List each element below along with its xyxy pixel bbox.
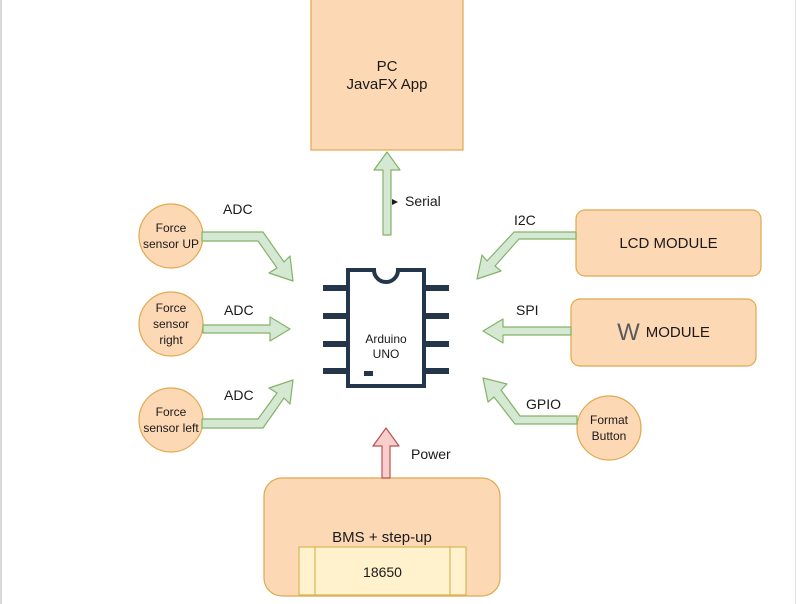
i2c-label: I2C <box>514 212 536 228</box>
pc-box[interactable] <box>310 0 464 151</box>
force-left-line1: Force <box>155 405 187 419</box>
pc-line2: JavaFX App <box>346 76 428 93</box>
power-arrow <box>372 427 400 479</box>
force-right-label: Force sensor right <box>133 299 209 349</box>
force-left-label: Force sensor left <box>131 402 211 438</box>
force-right-line1: Force <box>155 301 187 315</box>
arduino-label: Arduino UNO <box>350 330 422 364</box>
arduino-line1: Arduino <box>365 332 407 346</box>
serial-pointer-icon <box>392 199 398 205</box>
gpio-arrow <box>482 377 578 425</box>
adc-label-left: ADC <box>224 387 254 403</box>
adc-label-right: ADC <box>224 302 254 318</box>
format-button-label: Format Button <box>577 410 641 446</box>
w-module-letter: W <box>617 318 640 346</box>
battery-label: 18650 <box>363 564 402 580</box>
force-sensor-right-circle[interactable] <box>138 291 204 357</box>
spi-label: SPI <box>516 302 539 318</box>
left-border <box>0 0 2 604</box>
lcd-module-box[interactable] <box>575 209 762 277</box>
i2c-arrow <box>476 231 577 280</box>
force-up-label: Force sensor UP <box>133 218 209 254</box>
adc-left-arrow <box>201 379 294 429</box>
w-module-text: MODULE <box>645 324 710 341</box>
battery-18650[interactable] <box>298 546 467 596</box>
pc-line1: PC <box>376 58 398 75</box>
force-right-line3: right <box>159 333 183 347</box>
serial-label: Serial <box>405 193 441 209</box>
format-line2: Button <box>591 429 627 443</box>
force-up-line2: sensor UP <box>142 237 200 251</box>
adc-label-up: ADC <box>223 201 253 217</box>
serial-arrow <box>373 151 401 236</box>
adc-right-arrow <box>202 316 291 342</box>
format-line1: Format <box>589 413 628 427</box>
arduino-line2: UNO <box>372 347 400 361</box>
force-up-line1: Force <box>155 221 187 235</box>
arduino-chip-icon <box>323 268 449 388</box>
right-border <box>795 0 796 604</box>
force-right-line2: sensor <box>152 317 190 331</box>
gpio-label: GPIO <box>526 396 562 412</box>
spi-arrow <box>482 318 572 344</box>
lcd-module-label: LCD MODULE <box>619 234 718 252</box>
w-module-label: W MODULE <box>571 299 756 366</box>
format-button-circle[interactable] <box>576 395 642 461</box>
bms-label: BMS + step-up <box>332 528 432 546</box>
force-left-line2: sensor left <box>143 421 199 435</box>
pc-label: PC JavaFX App <box>311 56 463 96</box>
power-label: Power <box>411 446 451 462</box>
adc-up-arrow <box>201 231 294 282</box>
